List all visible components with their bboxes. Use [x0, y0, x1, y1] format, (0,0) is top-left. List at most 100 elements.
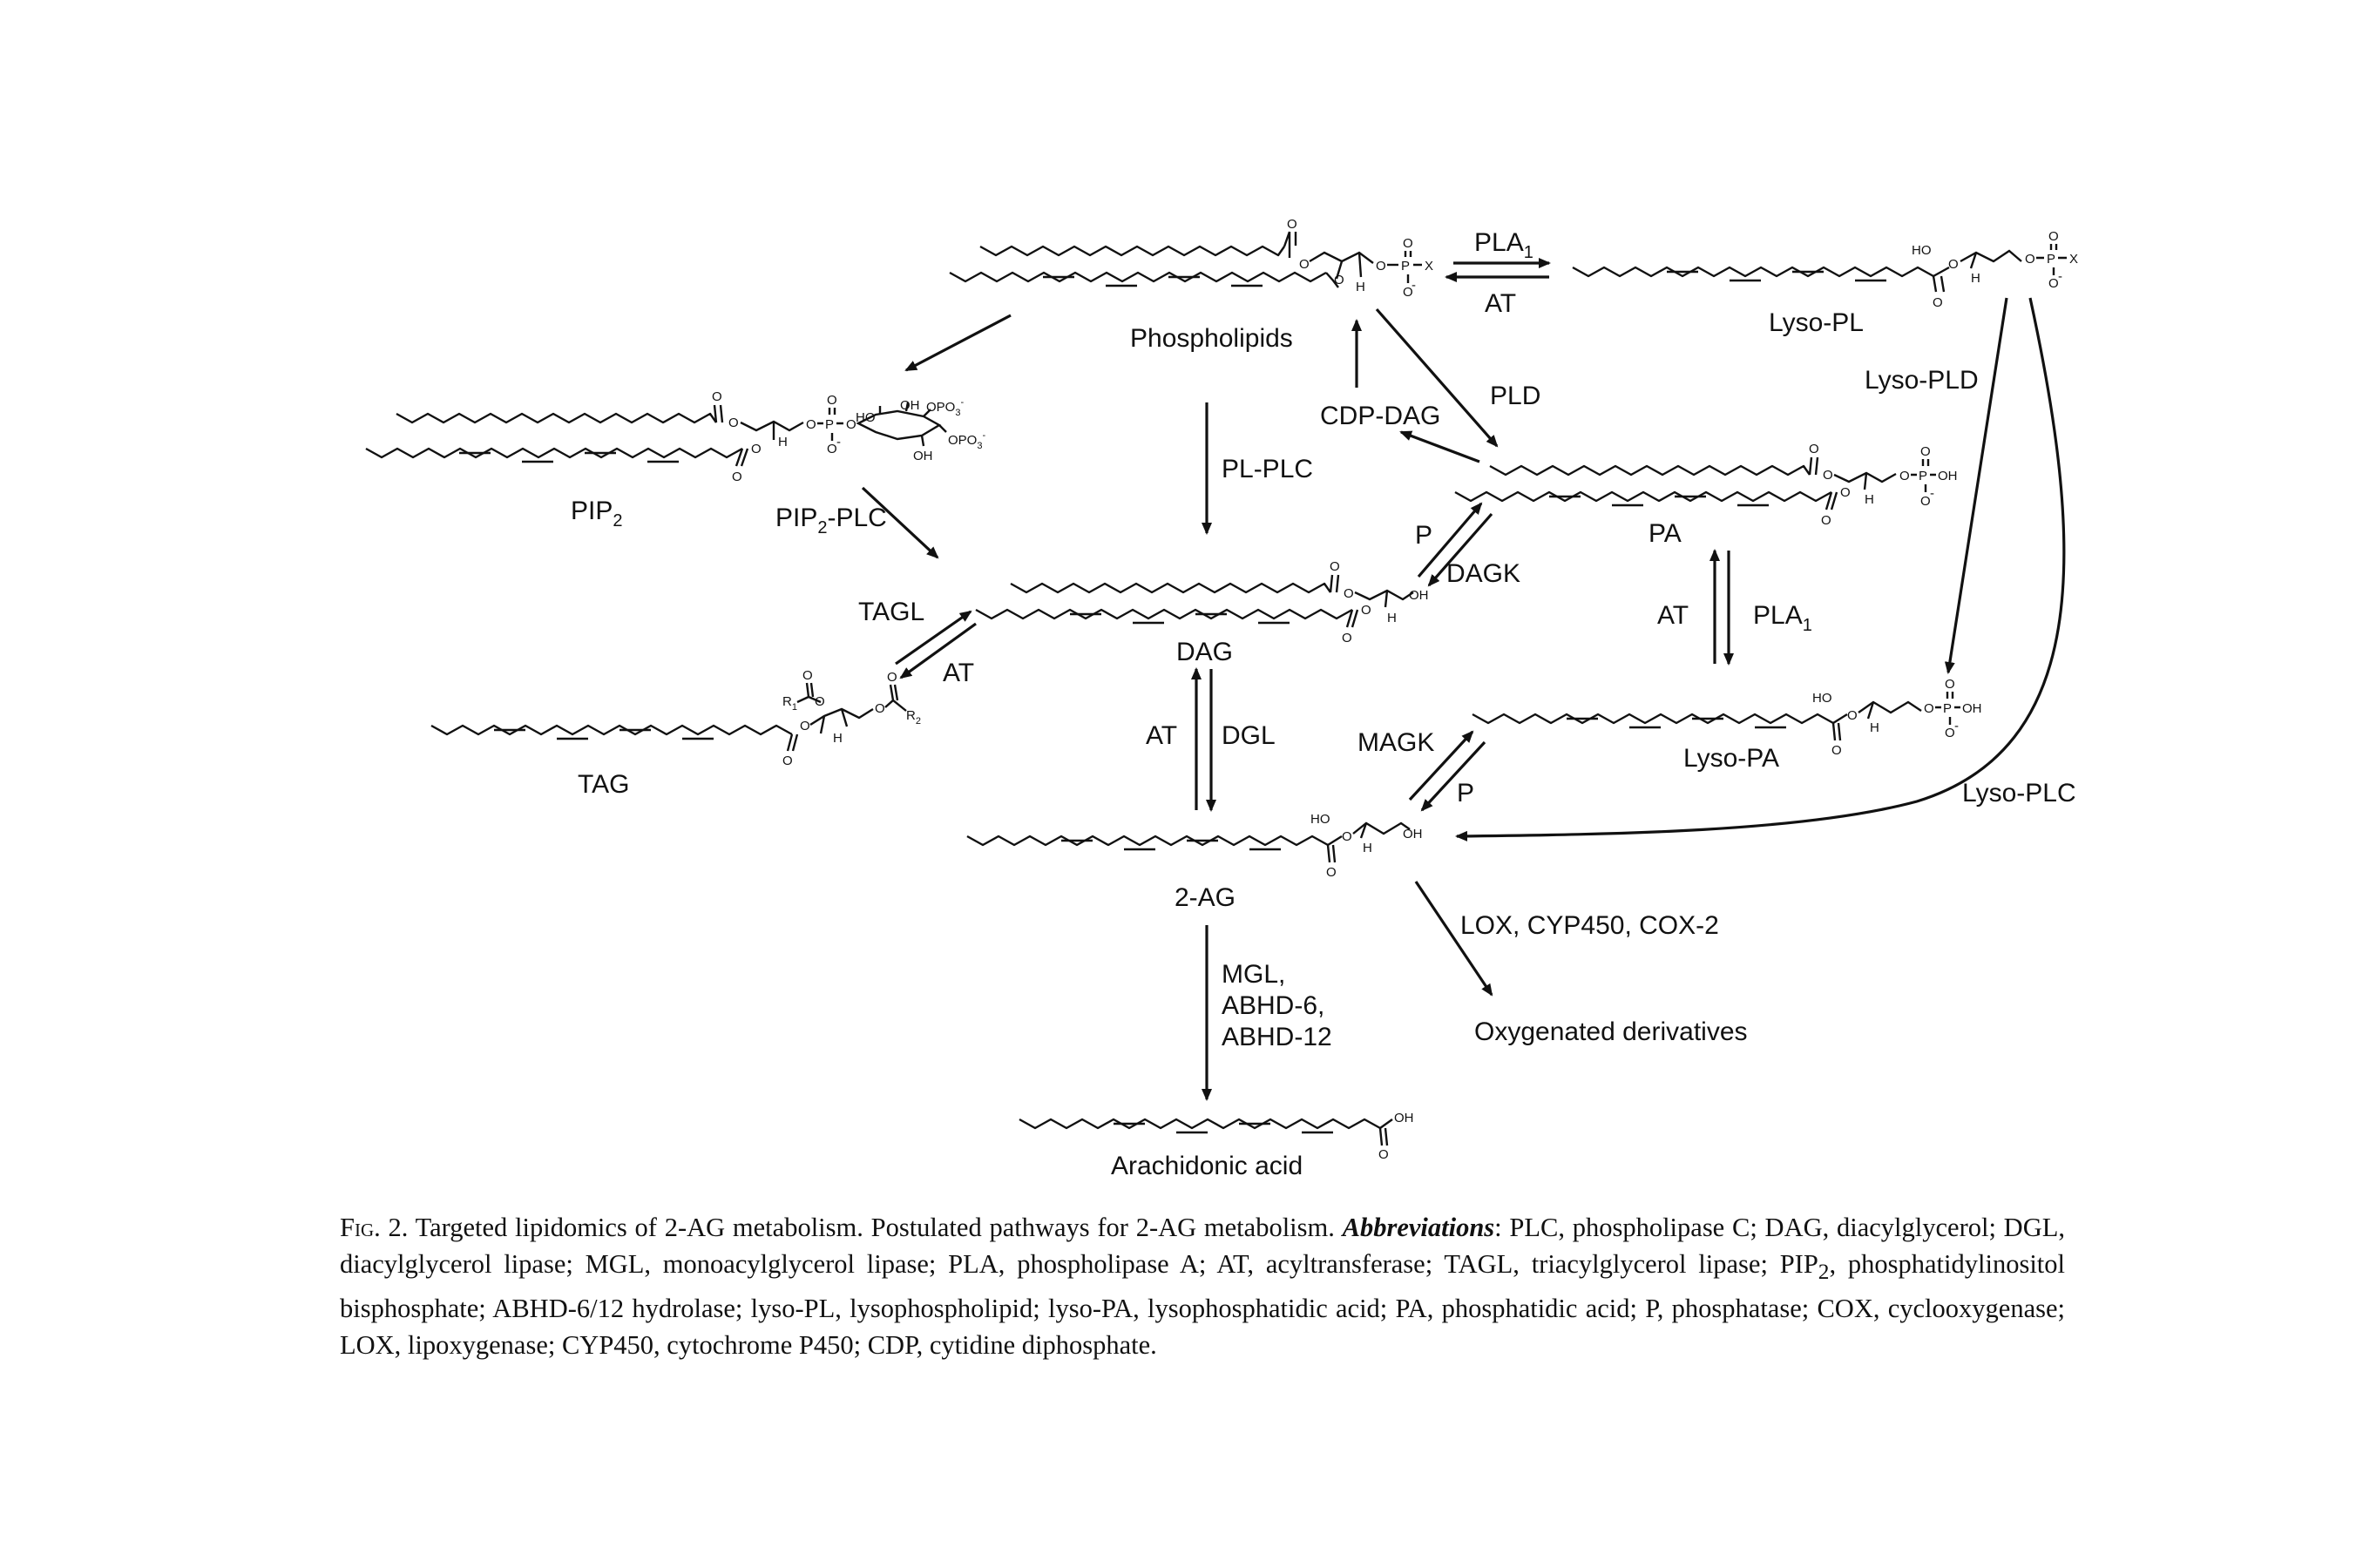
- phospholipids-saturated-chain: [979, 245, 1285, 257]
- atom-ho: HO: [1310, 812, 1330, 827]
- atom-o: O: [802, 668, 813, 683]
- label-arachidonic-acid: Arachidonic acid: [1111, 1152, 1303, 1180]
- atom-oh: OH: [913, 449, 933, 463]
- atom-minus: -: [1412, 278, 1416, 293]
- atom-h: H: [1971, 271, 1980, 286]
- label-tag: TAG: [578, 770, 629, 799]
- label-dagk: DAGK: [1446, 559, 1520, 588]
- label-tagl: TAGL: [858, 598, 924, 626]
- atom-opo3: OPO3-: [926, 397, 964, 418]
- atom-o: O: [712, 389, 722, 404]
- arrow-pa-to-cdp-dag: [1399, 430, 1480, 463]
- label-lyso-pl: Lyso-PL: [1769, 308, 1864, 337]
- atom-ho: HO: [856, 410, 876, 425]
- atom-o: O: [1945, 726, 1955, 740]
- label-at-tag: AT: [943, 659, 974, 687]
- label-p-magk: P: [1457, 779, 1474, 808]
- lyso-pa-structure: O O HO H O P O O - OH: [1472, 677, 1982, 758]
- label-pl-plc: PL-PLC: [1222, 455, 1313, 483]
- atom-o: O: [1920, 444, 1931, 459]
- atom-o: O: [1403, 285, 1413, 300]
- pip2-saturated-chain: [396, 412, 717, 424]
- atom-o: O: [1334, 273, 1344, 287]
- atom-oh: OH: [900, 398, 920, 413]
- atom-minus: -: [1930, 486, 1934, 501]
- atom-o: O: [1823, 468, 1833, 483]
- label-at-dgl: AT: [1146, 721, 1177, 750]
- atom-oh: OH: [1409, 588, 1429, 603]
- atom-o: O: [1361, 603, 1371, 618]
- atom-o: O: [1344, 586, 1354, 601]
- pa-structure: O O O O H O P O O - OH: [1454, 442, 1958, 528]
- atom-o: O: [1403, 236, 1413, 251]
- atom-oh: OH: [1962, 701, 1982, 716]
- tag-structure: O O H O O R2 O O R1: [430, 668, 921, 768]
- atom-ho: HO: [1812, 691, 1832, 706]
- atom-oh: OH: [1394, 1111, 1414, 1125]
- atom-o: O: [1840, 485, 1851, 500]
- atom-o: O: [732, 470, 742, 484]
- atom-o: O: [1847, 708, 1858, 723]
- lyso-pa-chain: [1472, 713, 1848, 725]
- atom-p: P: [1943, 701, 1952, 716]
- label-mgl-line3: ABHD-12: [1222, 1023, 1332, 1051]
- pa-arachidonoyl-chain: [1454, 490, 1832, 503]
- atom-o: O: [1920, 494, 1931, 509]
- dag-structure: O O O O H OH: [975, 559, 1429, 645]
- atom-o: O: [1330, 559, 1340, 574]
- label-pa: PA: [1649, 519, 1682, 548]
- lyso-pl-structure: O O HO H O P O O - X: [1572, 229, 2078, 310]
- label-cdp-dag: CDP-DAG: [1320, 402, 1440, 430]
- label-dag: DAG: [1176, 638, 1233, 666]
- label-dgl: DGL: [1222, 721, 1276, 750]
- arrow-pld: [1375, 308, 1499, 448]
- atom-o: O: [2048, 229, 2059, 244]
- label-lyso-pa: Lyso-PA: [1683, 744, 1779, 773]
- caption-fig-label: Fig. 2.: [340, 1213, 409, 1242]
- atom-r2: R2: [906, 708, 921, 727]
- atom-o: O: [1933, 295, 1943, 310]
- arrow-lyso-pa-to-2-ag: [1420, 740, 1486, 812]
- label-lyso-plc: Lyso-PLC: [1962, 779, 2076, 808]
- atom-x: X: [1425, 259, 1433, 274]
- arrow-magk: [1408, 730, 1474, 801]
- atom-o: O: [806, 417, 816, 432]
- atom-h: H: [1870, 720, 1879, 735]
- atom-p: P: [1401, 259, 1410, 274]
- label-p-dagk: P: [1415, 521, 1432, 550]
- atom-o: O: [782, 754, 793, 768]
- arrow-dag-to-pa: [1417, 502, 1483, 578]
- atom-minus: -: [2058, 269, 2062, 284]
- atom-o: O: [1948, 257, 1959, 272]
- label-pld: PLD: [1490, 382, 1540, 410]
- caption-abbreviations-text-2: , phosphatidylinositol bisphosphate; ABH…: [340, 1249, 2065, 1361]
- atom-oh: OH: [1938, 469, 1958, 483]
- arrow-phospholipids-to-pip2: [904, 314, 1012, 372]
- atom-o: O: [1342, 631, 1352, 645]
- atom-h: H: [1363, 841, 1372, 855]
- dag-saturated-chain: [1010, 582, 1331, 594]
- pip2-structure: O O O O H O P O O - O HO OH OPO3- OPO3- …: [365, 389, 985, 484]
- caption-subscript: 2: [1818, 1260, 1830, 1285]
- atom-ho: HO: [1912, 243, 1932, 258]
- atom-p: P: [2047, 252, 2055, 267]
- label-at-mid: AT: [1657, 601, 1689, 630]
- pa-saturated-chain: [1489, 464, 1811, 476]
- caption-abbreviations-text: : PLC, phospholipase C; DAG, diacylglyce…: [340, 1213, 2065, 1279]
- atom-o: O: [887, 670, 897, 685]
- atom-h: H: [1387, 611, 1397, 625]
- atom-p: P: [825, 417, 834, 432]
- arrow-pip2-plc: [861, 486, 939, 559]
- atom-o: O: [1376, 259, 1386, 274]
- arrow-dag-to-tag: [899, 622, 977, 679]
- dag-arachidonoyl-chain: [975, 608, 1353, 620]
- label-lyso-pld: Lyso-PLD: [1865, 366, 1979, 395]
- arachidonic-acid-structure: O OH: [1019, 1111, 1414, 1162]
- atom-o: O: [800, 719, 810, 733]
- atom-o: O: [875, 701, 885, 716]
- reaction-arrows: [861, 258, 2066, 1101]
- atom-o: O: [1821, 513, 1831, 528]
- atom-o: O: [827, 393, 837, 408]
- atom-opo3: OPO3-: [948, 430, 985, 451]
- arrow-lyso-plc: [1455, 297, 2066, 841]
